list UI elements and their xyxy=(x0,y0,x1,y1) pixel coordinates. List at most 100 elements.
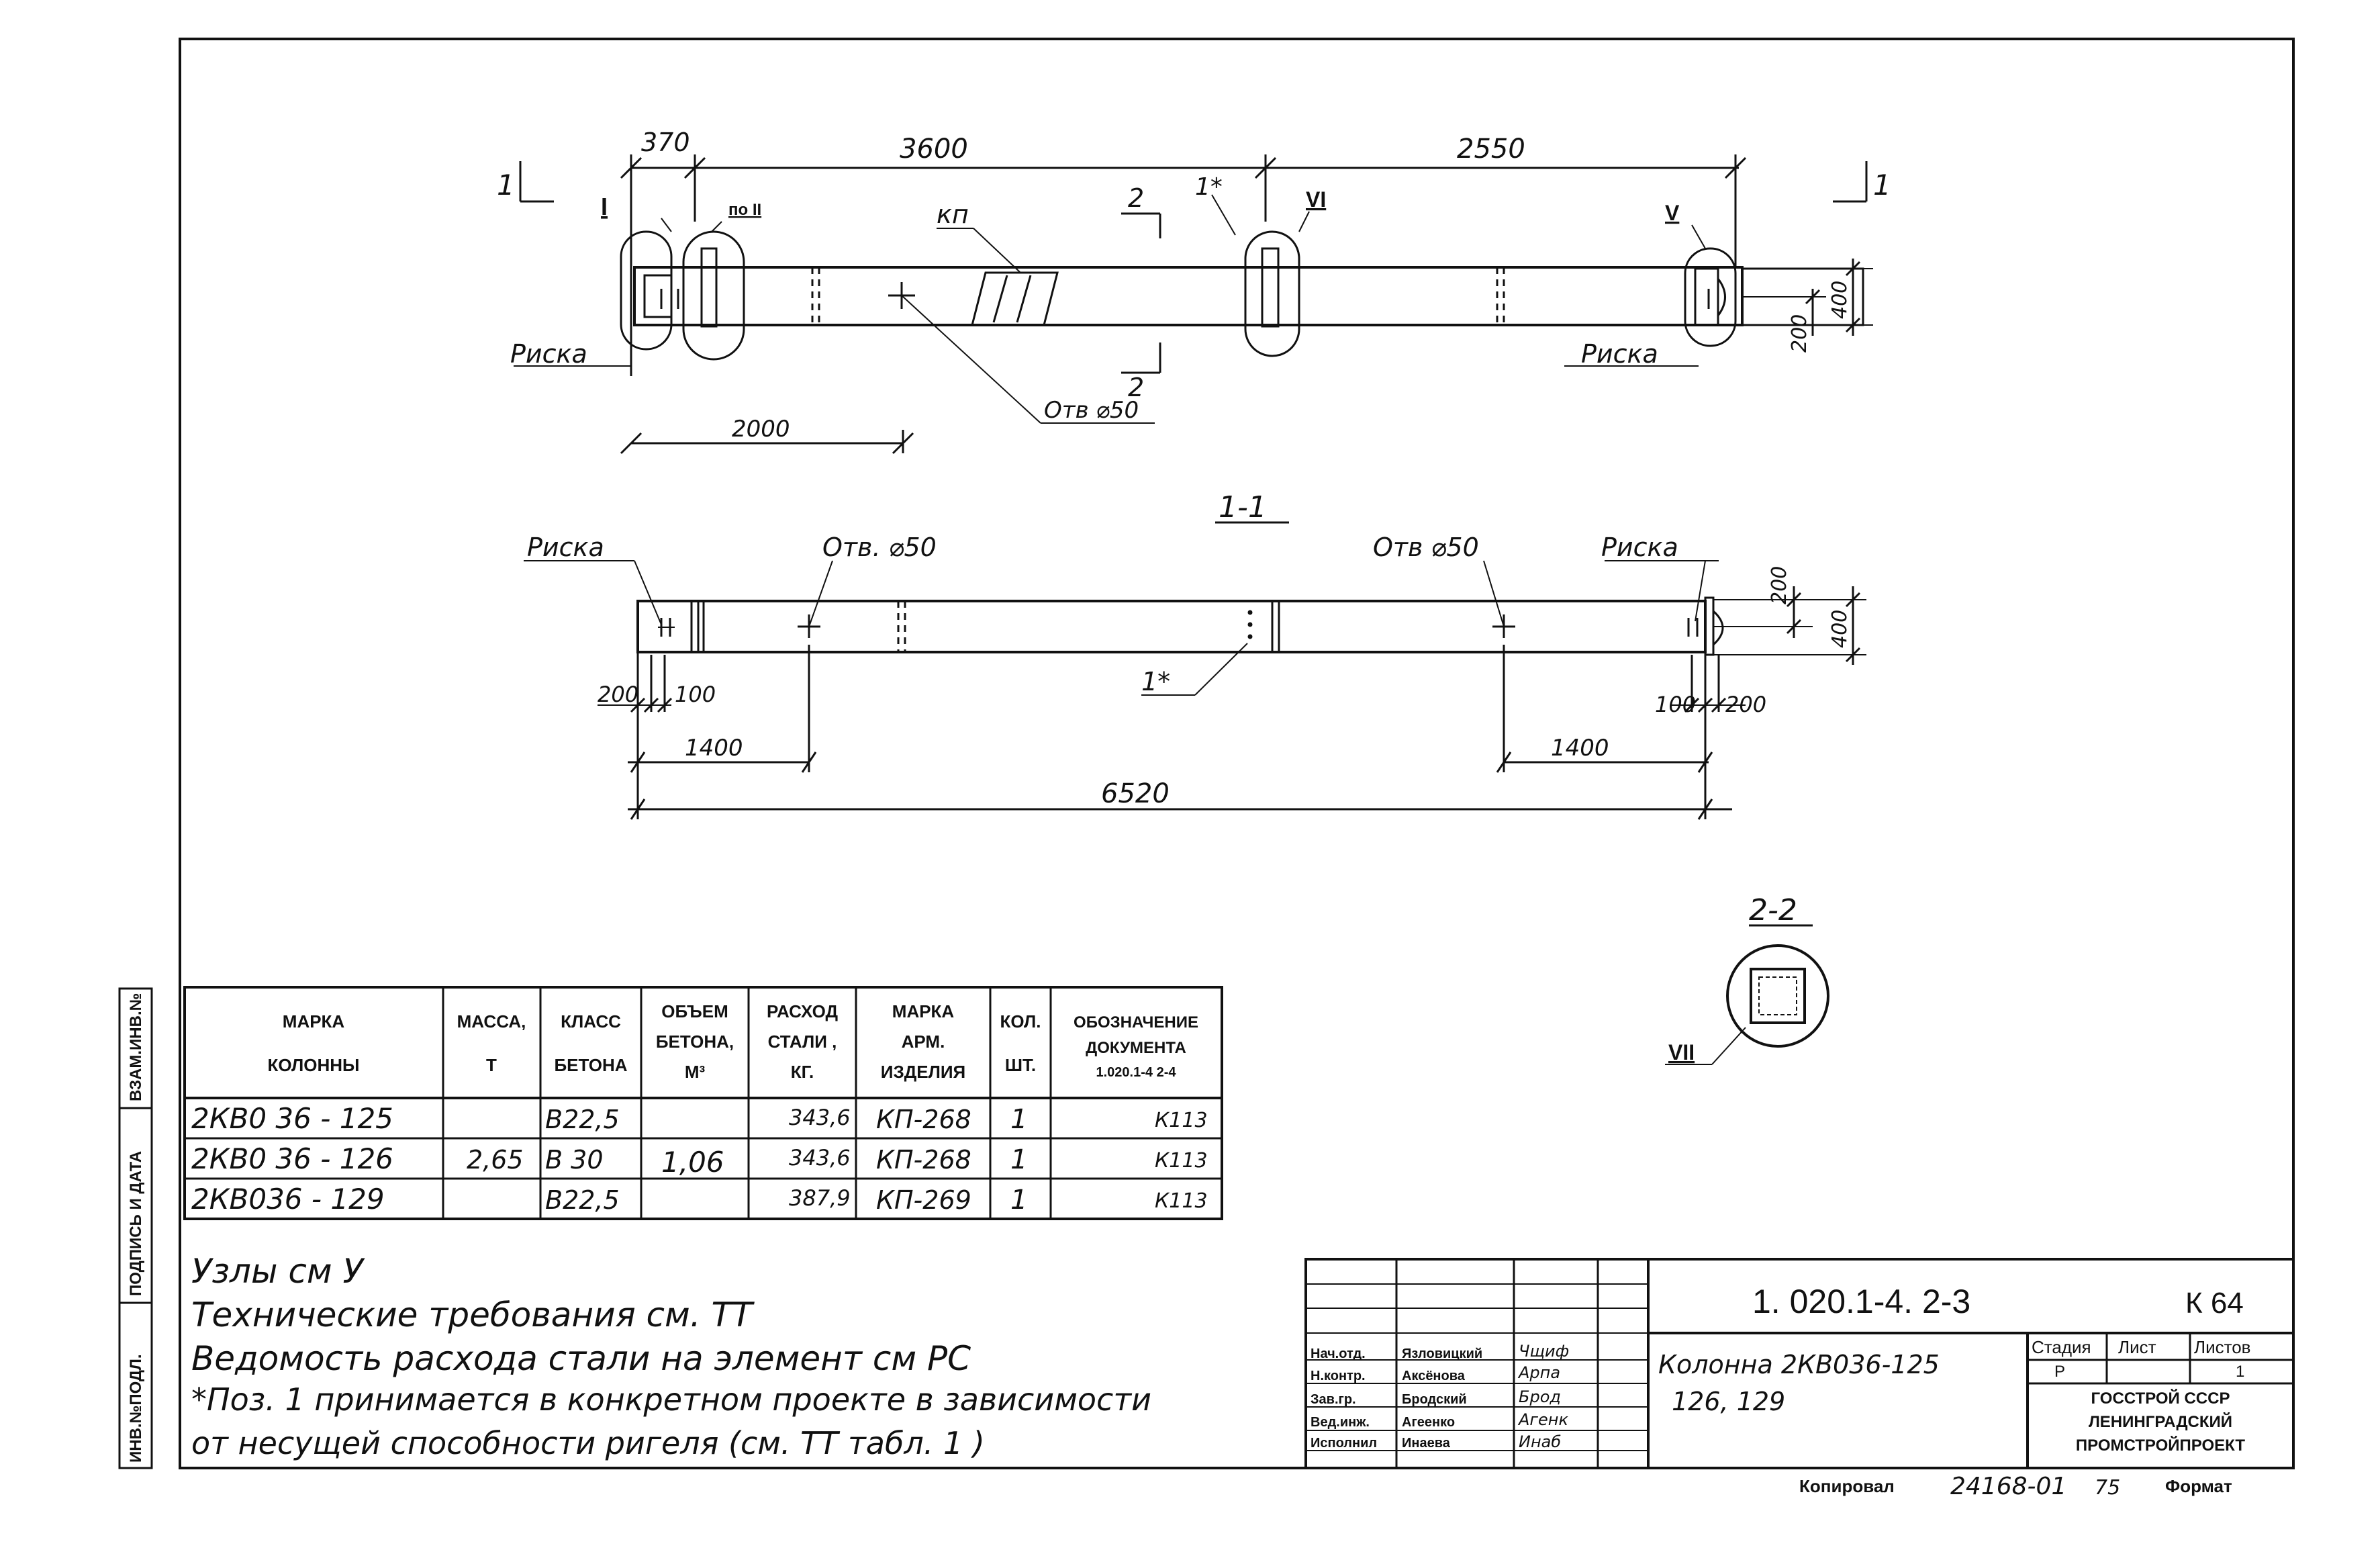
footer-suffix: 75 xyxy=(2095,1476,2120,1500)
s11-dim-200-left: 200 xyxy=(598,682,638,707)
cut-mark-2-bottom: 2 xyxy=(1128,373,1144,402)
s11-dim-100-right: 100 xyxy=(1655,692,1696,717)
s11-riska-right: Риска xyxy=(1601,533,1678,562)
row1-mark: 2КВ0 36 - 125 xyxy=(191,1102,393,1135)
section-1-1 xyxy=(524,521,1866,820)
stage-value: Р xyxy=(2054,1363,2065,1381)
note-4: *Поз. 1 принимается в конкретном проекте… xyxy=(191,1381,1151,1418)
hdr-mass-1: МАССА, xyxy=(457,1011,526,1032)
hdr-vol-1: ОБЪЕМ xyxy=(661,1001,728,1021)
hdr-doc-3: 1.020.1-4 2-4 xyxy=(1096,1065,1177,1080)
item-name-1: Колонна 2КВ036-125 xyxy=(1658,1350,1940,1379)
hdr-steel-1: РАСХОД xyxy=(767,1001,839,1021)
label-riska-right: Риска xyxy=(1581,339,1658,369)
s11-dim-1400-right: 1400 xyxy=(1551,735,1609,762)
note-5: от несущей способности ригеля (см. ТТ та… xyxy=(191,1425,985,1461)
hdr-steel-2: СТАЛИ , xyxy=(768,1032,837,1052)
signature-5: Инаб xyxy=(1519,1432,1561,1451)
label-hole: Отв ⌀50 xyxy=(1044,397,1139,424)
node-I: I xyxy=(601,193,608,220)
node-1star: 1* xyxy=(1195,173,1223,201)
cut-mark-2-top: 2 xyxy=(1128,183,1144,213)
node-V: V xyxy=(1665,201,1680,225)
role-3: Зав.гр. xyxy=(1311,1392,1356,1407)
note-2: Технические требования см. ТТ xyxy=(191,1295,755,1334)
footer-format: Формат xyxy=(2165,1476,2232,1496)
row3-class: В22,5 xyxy=(545,1185,620,1215)
cut-mark-1-right: 1 xyxy=(1873,169,1891,201)
hdr-doc-1: ОБОЗНАЧЕНИЕ xyxy=(1074,1013,1198,1032)
org-line-1: ГОССТРОЙ СССР xyxy=(2091,1389,2230,1408)
hdr-doc-2: ДОКУМЕНТА xyxy=(1086,1039,1186,1057)
s11-riska-left: Риска xyxy=(527,533,604,562)
row3-mark: 2КВ036 - 129 xyxy=(191,1183,385,1216)
footer-order: 24168-01 xyxy=(1950,1473,2066,1500)
node-VII: VII xyxy=(1668,1040,1695,1064)
section-1-1-title: 1-1 xyxy=(1219,490,1267,524)
doc-code: 1. 020.1-4. 2-3 xyxy=(1752,1283,1970,1320)
sheet-code: К 64 xyxy=(2185,1287,2244,1320)
row2-qty: 1 xyxy=(1010,1144,1027,1175)
dim-370: 370 xyxy=(641,128,690,157)
spec-table: МАРКА КОЛОННЫ МАССА, Т КЛАСС БЕТОНА ОБЪЕ… xyxy=(183,986,1223,1220)
side-stamp-2: ПОДПИСЬ И ДАТА xyxy=(127,1151,145,1296)
node-po-II: по II xyxy=(728,201,761,219)
hdr-mark-1: МАРКА xyxy=(283,1011,345,1032)
row3-doc: К113 xyxy=(1155,1189,1208,1213)
s11-hole-right: Отв ⌀50 xyxy=(1373,533,1479,562)
s11-dim-200-right: 200 xyxy=(1725,692,1766,717)
hdr-steel-3: КГ. xyxy=(791,1062,814,1082)
row2-mark: 2КВ0 36 - 126 xyxy=(191,1142,393,1175)
row2-doc: К113 xyxy=(1155,1149,1208,1173)
name-4: Агеенко xyxy=(1402,1415,1455,1430)
row1-doc: К113 xyxy=(1155,1109,1208,1132)
row2-steel: 343,6 xyxy=(789,1145,851,1171)
notes: Узлы см У Технические требования см. ТТ … xyxy=(191,1252,1151,1461)
note-3: Ведомость расхода стали на элемент см РС xyxy=(191,1339,971,1378)
dim-2550: 2550 xyxy=(1457,134,1525,165)
name-3: Бродский xyxy=(1402,1392,1467,1407)
s11-dim-total: 6520 xyxy=(1101,778,1170,809)
org-line-3: ПРОМСТРОЙПРОЕКТ xyxy=(2076,1436,2245,1455)
row3-qty: 1 xyxy=(1010,1185,1027,1216)
signature-4: Агенк xyxy=(1517,1410,1568,1429)
plan-labels: 370 3600 2550 2000 400 200 1 1 2 2 I по … xyxy=(497,128,1891,443)
cell-volume: 1,06 xyxy=(661,1146,724,1179)
section-1-1-labels: 1-1 Риска Риска Отв. ⌀50 Отв ⌀50 1* 200 … xyxy=(527,490,1852,809)
s11-dim-1400-left: 1400 xyxy=(685,735,743,762)
hdr-qty-2: ШТ. xyxy=(1005,1055,1036,1075)
cell-mass: 2,65 xyxy=(467,1145,524,1175)
hdr-class-2: БЕТОНА xyxy=(554,1055,627,1075)
side-stamp-3: ИНВ.№ПОДЛ. xyxy=(127,1354,145,1463)
row1-class: В22,5 xyxy=(545,1105,620,1134)
row1-qty: 1 xyxy=(1010,1104,1027,1135)
hdr-arm-3: ИЗДЕЛИЯ xyxy=(881,1062,965,1082)
label-kp: кп xyxy=(937,199,969,229)
hdr-vol-3: М³ xyxy=(685,1062,706,1082)
org-line-2: ЛЕНИНГРАДСКИЙ xyxy=(2089,1412,2232,1431)
sheet-value: 1 xyxy=(2236,1363,2244,1381)
role-4: Вед.инж. xyxy=(1311,1415,1370,1430)
plan-dim-400: 400 xyxy=(1828,281,1852,319)
hdr-arm-1: МАРКА xyxy=(892,1001,955,1021)
title-block: Нач.отд. Н.контр. Зав.гр. Вед.инж. Испол… xyxy=(1304,1258,2295,1469)
hdr-class-1: КЛАСС xyxy=(561,1011,621,1032)
dim-3600: 3600 xyxy=(900,134,968,165)
s11-hole-left: Отв. ⌀50 xyxy=(822,533,937,562)
node-VI: VI xyxy=(1306,187,1326,212)
row1-steel: 343,6 xyxy=(789,1105,851,1130)
row1-arm: КП-268 xyxy=(876,1105,971,1134)
hdr-vol-2: БЕТОНА, xyxy=(656,1032,734,1052)
name-2: Аксёнова xyxy=(1402,1369,1466,1383)
side-stamp-strip: ВЗАМ.ИНВ.№ ПОДПИСЬ И ДАТА ИНВ.№ПОДЛ. xyxy=(118,987,153,1469)
dim-2000: 2000 xyxy=(732,416,790,443)
row3-arm: КП-269 xyxy=(876,1185,971,1215)
signature-2: Арпа xyxy=(1517,1363,1560,1382)
signature-3: Брод xyxy=(1519,1387,1561,1406)
role-5: Исполнил xyxy=(1311,1436,1377,1451)
hdr-mark-2: КОЛОННЫ xyxy=(268,1055,360,1075)
plan-dim-200: 200 xyxy=(1788,314,1811,353)
name-5: Инаева xyxy=(1402,1436,1451,1451)
role-2: Н.контр. xyxy=(1311,1369,1366,1383)
